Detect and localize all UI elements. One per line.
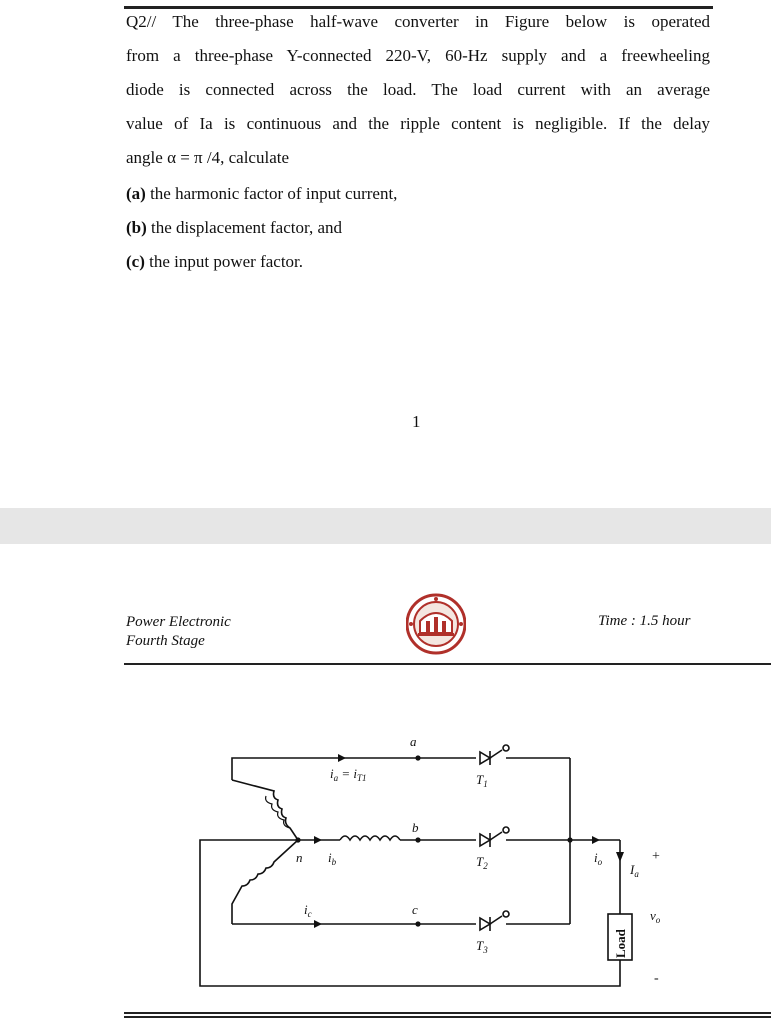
item-tag: (c) xyxy=(126,252,145,271)
T1-sub: 1 xyxy=(483,779,488,789)
ic-main: i xyxy=(304,902,308,917)
item-text: the harmonic factor of input current, xyxy=(145,184,398,203)
label-node-a: a xyxy=(410,734,417,749)
wire-phase-a xyxy=(231,757,571,840)
page-number: 1 xyxy=(412,412,421,431)
T2-main: T xyxy=(476,854,484,869)
exam-time: Time : 1.5 hour xyxy=(598,613,691,629)
item-tag: (a) xyxy=(126,184,146,203)
thyristor-T2 xyxy=(479,826,510,848)
vo-sub: o xyxy=(656,915,661,925)
course-header: Power Electronic Fourth Stage xyxy=(126,613,231,651)
winding-b xyxy=(298,835,570,842)
page-gap xyxy=(0,508,771,544)
course-stage: Fourth Stage xyxy=(126,633,205,649)
question-line-2: from a three-phase Y-connected 220-V, 60… xyxy=(126,46,710,65)
label-ib: ib xyxy=(328,850,337,867)
T2-sub: 2 xyxy=(483,861,488,871)
question-line-1: Q2// The three-phase half-wave converter… xyxy=(126,12,710,31)
thyristor-T3 xyxy=(479,910,510,932)
course-name: Power Electronic xyxy=(126,614,231,630)
node-dots xyxy=(295,755,573,927)
label-Ia: Ia xyxy=(629,862,639,879)
label-io: io xyxy=(594,850,603,867)
header-rule xyxy=(124,663,771,665)
page-1: Q2// The three-phase half-wave converter… xyxy=(0,0,771,508)
winding-a xyxy=(231,779,299,841)
ia-main: i xyxy=(330,766,334,781)
question-line-5: angle α = π /4, calculate xyxy=(126,148,290,167)
thyristor-T1 xyxy=(479,744,510,766)
T3-main: T xyxy=(476,938,484,953)
item-text: the input power factor. xyxy=(144,252,304,271)
ib-sub: b xyxy=(332,857,337,867)
winding-c xyxy=(231,839,571,925)
question-item-c: (c) the input power factor. xyxy=(126,245,303,279)
converter-circuit: a b c n ia = iT1 ib ic T1 T2 T3 io Ia vo… xyxy=(199,734,661,987)
label-plus: + xyxy=(652,849,660,864)
io-sub: o xyxy=(598,857,603,867)
label-node-c: c xyxy=(412,902,418,917)
Ia-main: I xyxy=(629,862,635,877)
university-logo xyxy=(406,593,466,655)
label-ic: ic xyxy=(304,902,312,919)
top-rule xyxy=(124,6,713,9)
load-box xyxy=(607,913,633,961)
question-text: Q2// The three-phase half-wave converter… xyxy=(126,5,710,175)
question-line-3: diode is connected across the load. The … xyxy=(126,80,710,99)
label-T2: T2 xyxy=(476,854,488,871)
label-neutral: n xyxy=(296,850,303,865)
question-item-b: (b) the displacement factor, and xyxy=(126,211,342,245)
label-minus: - xyxy=(654,971,659,986)
label-T3: T3 xyxy=(476,938,488,955)
ia-sub: a xyxy=(334,773,339,783)
load-label: Load xyxy=(613,928,628,958)
label-T1: T1 xyxy=(476,772,488,789)
label-node-b: b xyxy=(412,820,419,835)
page-2: Power Electronic Fourth Stage Time : 1.5… xyxy=(0,544,771,1019)
T1-main: T xyxy=(476,772,484,787)
vo-main: v xyxy=(650,908,656,923)
ic-sub: c xyxy=(308,909,312,919)
io-main: i xyxy=(594,850,598,865)
label-vo: vo xyxy=(650,908,661,925)
question-line-4: value of Ia is continuous and the ripple… xyxy=(126,114,710,133)
footer-rule-bottom xyxy=(124,1016,771,1018)
footer-rule-top xyxy=(124,1012,771,1014)
T3-sub: 3 xyxy=(482,945,488,955)
ib-main: i xyxy=(328,850,332,865)
item-text: the displacement factor, and xyxy=(146,218,342,237)
label-ia: ia = iT1 xyxy=(330,766,367,783)
item-tag: (b) xyxy=(126,218,147,237)
ia-eq: = i xyxy=(338,766,357,781)
it1-sub: T1 xyxy=(357,773,367,783)
question-item-a: (a) the harmonic factor of input current… xyxy=(126,177,397,211)
current-arrows xyxy=(314,754,624,928)
neutral-return-wire xyxy=(199,839,621,987)
Ia-sub: a xyxy=(634,869,639,879)
